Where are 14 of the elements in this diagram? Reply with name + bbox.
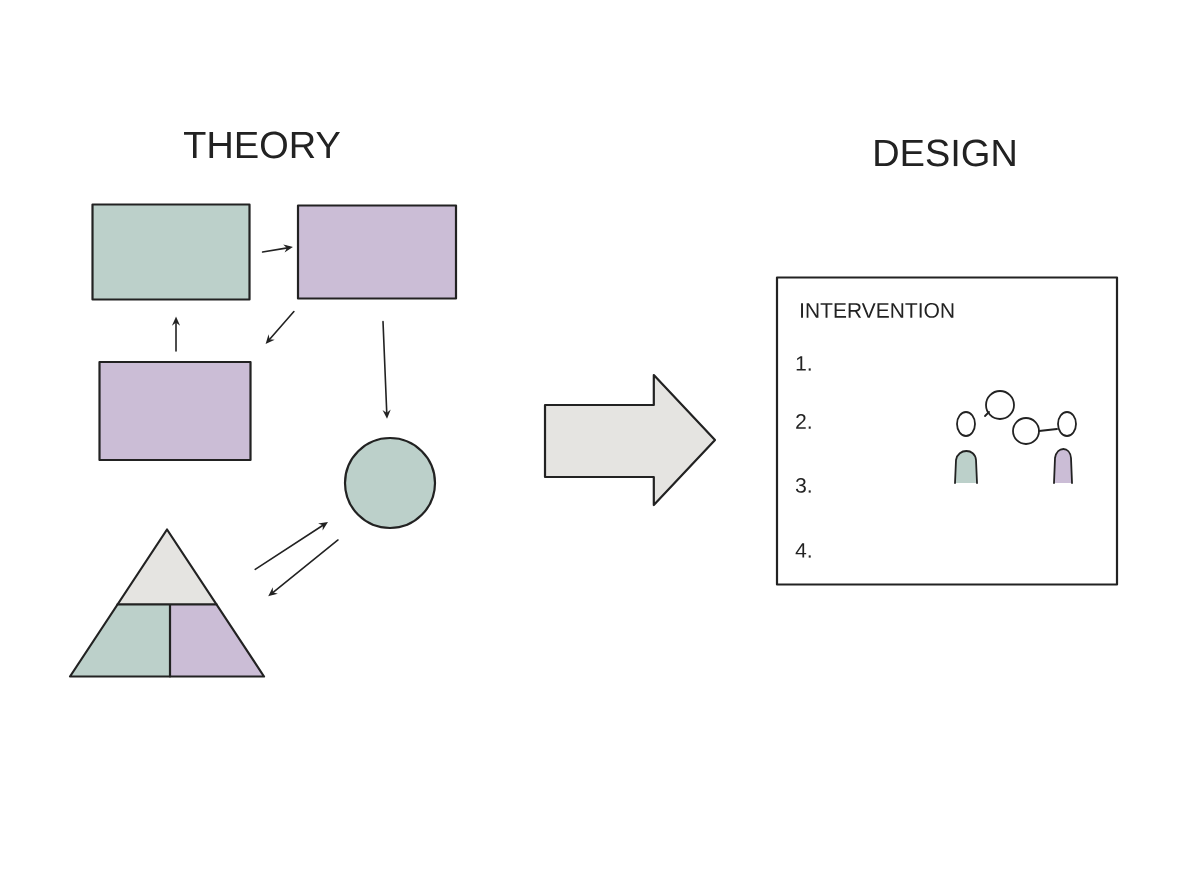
list-number: 1. xyxy=(796,356,811,371)
list-number: 3. xyxy=(795,477,811,493)
box xyxy=(91,203,251,301)
box-heading: INTERVENTION xyxy=(801,302,954,318)
section-title: THEORY xyxy=(184,131,340,159)
box xyxy=(296,204,458,300)
pyramid-drawing xyxy=(68,528,266,678)
box xyxy=(98,360,252,462)
block-arrow xyxy=(543,373,717,507)
list-number: 2. xyxy=(796,414,811,429)
list-number: 4. xyxy=(795,543,811,558)
arrow xyxy=(254,522,328,571)
section-title: DESIGN xyxy=(875,139,1015,167)
circle xyxy=(343,436,437,530)
